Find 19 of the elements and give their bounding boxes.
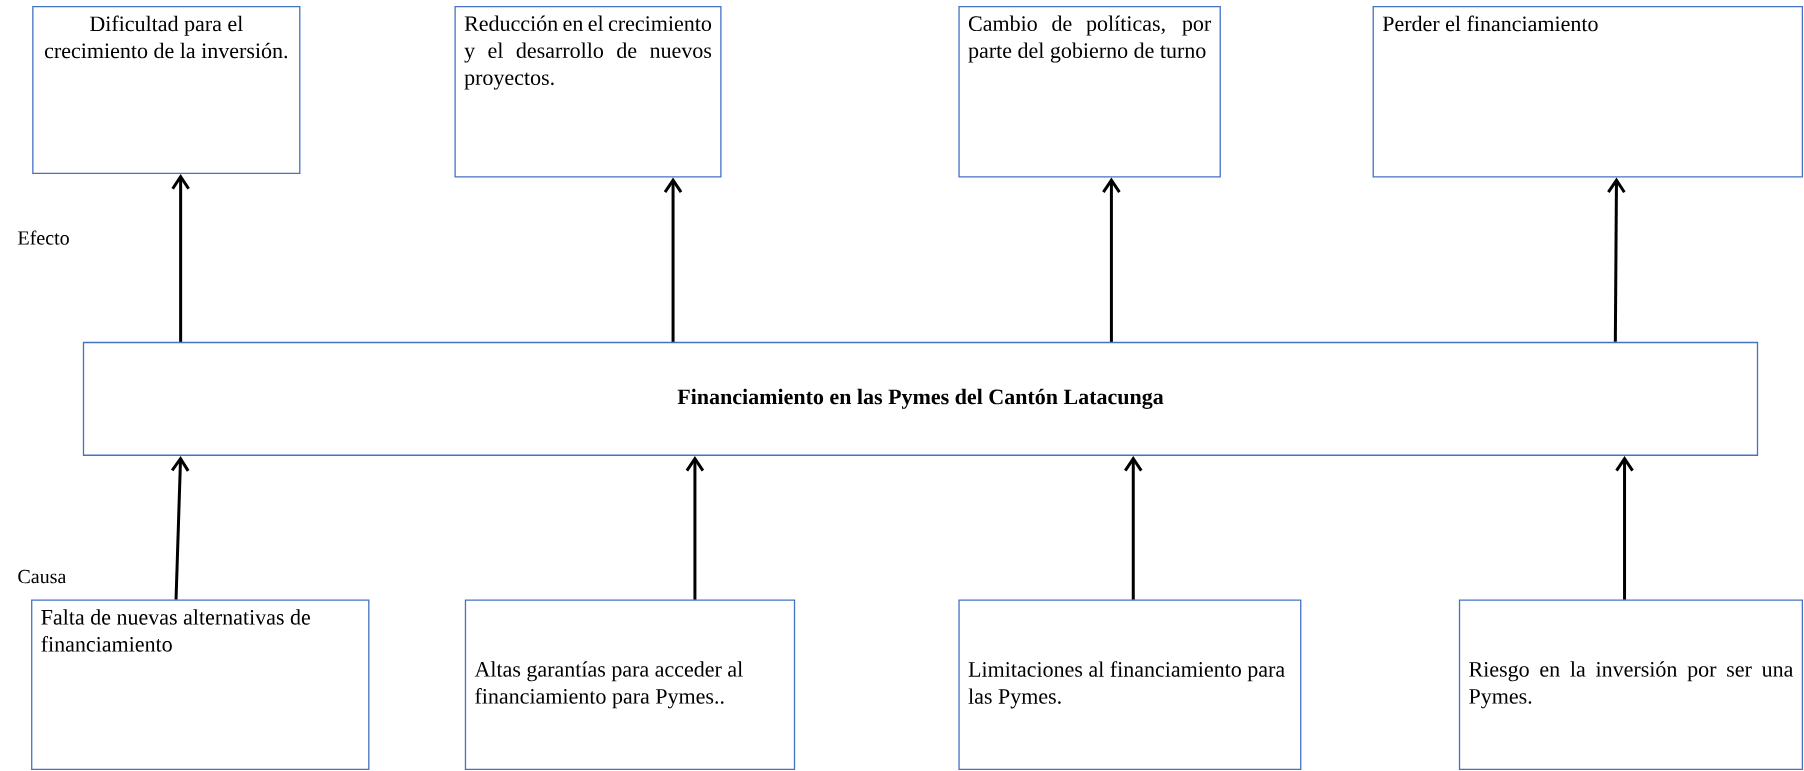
- side-label: Causa: [18, 569, 67, 584]
- cause-box: Altas garantías para acceder al financiamiento para Pymes..: [464, 599, 796, 770]
- cause-box: Riesgo en la inversión por ser una Pymes.: [1458, 599, 1803, 770]
- side-label: Efecto: [18, 230, 69, 245]
- arrow: [1607, 177, 1626, 342]
- effect-box: Cambio de políticas, por parte del gobierno de turno: [958, 5, 1221, 178]
- arrow: [170, 455, 190, 600]
- arrow: [1615, 455, 1634, 600]
- arrow: [663, 177, 683, 342]
- effect-box: Reducción en el crecimiento y el desarrollo de nuevos proyectos.: [454, 5, 722, 178]
- arrow: [1124, 455, 1143, 600]
- effect-box: Dificultad para el crecimiento de la inversión.: [32, 5, 301, 174]
- effect-box: Perder el financiamiento: [1372, 5, 1803, 178]
- arrow: [685, 455, 705, 600]
- cause-box: Limitaciones al financiamiento para las Pymes.: [958, 599, 1302, 770]
- problem-box: Financiamiento en las Pymes del Cantón Latacunga: [82, 341, 1759, 456]
- arrow: [171, 174, 190, 342]
- arrow: [1102, 177, 1121, 342]
- cause-box: Falta de nuevas alternativas de financiamiento: [31, 599, 370, 770]
